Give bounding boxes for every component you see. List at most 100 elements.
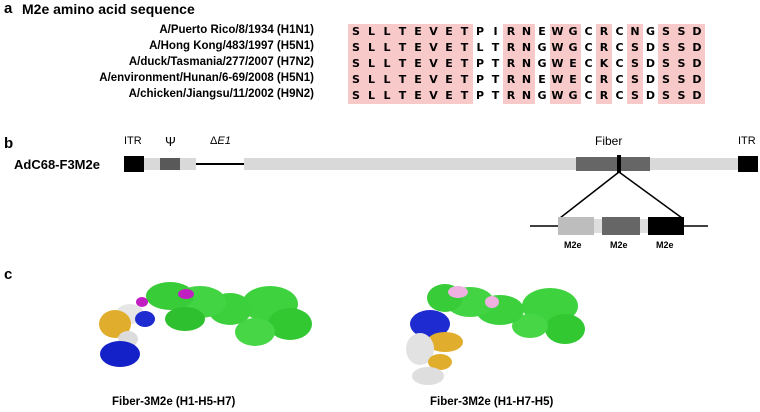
amino-acid-residue: T (394, 88, 411, 104)
amino-acid-residue: G (537, 89, 547, 102)
m2e-region-magenta (136, 297, 148, 307)
amino-acid-residue: D (689, 24, 705, 40)
amino-acid-residue: S (348, 72, 364, 88)
amino-acid-residue: G (537, 57, 547, 70)
amino-acid-residue: R (596, 72, 612, 88)
m2e-region-gold (427, 332, 463, 352)
delta-e1-label: ΔE1 (210, 135, 231, 147)
callout-line (559, 171, 620, 219)
amino-acid-residue: T (456, 24, 473, 40)
amino-acid-residue: G (565, 24, 581, 40)
amino-acid-residue: W (549, 88, 566, 104)
amino-acid-residue: D (645, 89, 656, 102)
amino-acid-residue: P (475, 89, 485, 102)
amino-acid-residue: C (615, 41, 624, 54)
amino-acid-residue: C (584, 25, 593, 38)
amino-acid-residue: L (476, 41, 484, 54)
caption-right: Fiber-3M2e (H1-H7-H5) (430, 396, 554, 408)
amino-acid-residue: S (348, 88, 364, 104)
amino-acid-residue: S (658, 72, 674, 88)
strain-label: A/chicken/Jiangsu/11/2002 (H9N2) (128, 88, 314, 100)
construct-name: AdC68-F3M2e (14, 157, 100, 172)
amino-acid-residue: R (503, 24, 519, 40)
amino-acid-residue: E (538, 25, 546, 38)
amino-acid-residue: L (363, 88, 380, 104)
amino-acid-residue: V (425, 24, 442, 40)
panel-label-c: c (4, 266, 13, 283)
amino-acid-residue: E (565, 56, 581, 72)
amino-acid-residue: V (425, 40, 442, 56)
amino-acid-residue: P (475, 73, 485, 86)
amino-acid-residue: E (441, 24, 457, 40)
fiber-insert-mark (617, 155, 621, 173)
delta-symbol: Δ (210, 135, 218, 147)
m2e-region-white (406, 333, 434, 365)
m2e-region-gold (428, 354, 452, 370)
inset-spacer (594, 219, 602, 233)
itr-left-box (124, 156, 144, 172)
strain-label: A/Hong Kong/483/1997 (H5N1) (149, 40, 314, 52)
itr-right-label: ITR (738, 135, 756, 147)
genome-segment (144, 158, 160, 170)
m2e-box-3 (648, 217, 684, 235)
strain-list: A/Puerto Rico/8/1934 (H1N1) A/Hong Kong/… (40, 24, 314, 114)
amino-acid-residue: R (596, 40, 612, 56)
amino-acid-residue: K (596, 56, 612, 72)
e1-deletion-line (196, 163, 244, 165)
panel-label-b: b (4, 135, 14, 152)
amino-acid-residue: C (584, 73, 593, 86)
amino-acid-residue: S (658, 56, 674, 72)
panel-label-a: a (4, 0, 13, 17)
amino-acid-residue: S (627, 40, 643, 56)
strain-label: A/environment/Hunan/6-69/2008 (H5N1) (99, 72, 314, 84)
m2e-box-1 (558, 217, 594, 235)
amino-acid-residue: L (379, 88, 395, 104)
amino-acid-residue: W (549, 24, 566, 40)
amino-acid-residue: D (645, 73, 656, 86)
amino-acid-residue: N (518, 56, 535, 72)
amino-acid-residue: S (673, 88, 690, 104)
genome-segment (180, 158, 196, 170)
m2e-label: M2e (656, 240, 674, 250)
psi-box (160, 158, 180, 170)
protein-structure-right (406, 284, 585, 385)
amino-acid-residue: T (394, 72, 411, 88)
amino-acid-residue: R (503, 56, 519, 72)
amino-acid-residue: R (596, 24, 612, 40)
m2e-region-gold (99, 310, 131, 338)
amino-acid-residue: S (673, 72, 690, 88)
amino-acid-residue: T (394, 56, 411, 72)
m2e-label: M2e (564, 240, 582, 250)
m2e-region-blue (100, 341, 140, 367)
amino-acid-residue: S (658, 88, 674, 104)
strain-label: A/duck/Tasmania/277/2007 (H7N2) (128, 56, 314, 68)
amino-acid-residue: C (615, 57, 624, 70)
amino-acid-residue: S (348, 24, 364, 40)
amino-acid-residue: D (689, 40, 705, 56)
m2e-region-white (412, 367, 444, 385)
amino-acid-residue: L (363, 72, 380, 88)
itr-right-box (738, 156, 758, 172)
amino-acid-residue: G (537, 41, 547, 54)
amino-acid-residue: E (410, 72, 426, 88)
m2e-label: M2e (610, 240, 628, 250)
amino-acid-residue: S (348, 40, 364, 56)
amino-acid-residue: I (493, 25, 498, 38)
m2e-region-blue (410, 310, 450, 338)
amino-acid-residue: G (565, 88, 581, 104)
amino-acid-residue: D (689, 56, 705, 72)
amino-acid-residue: S (627, 72, 643, 88)
itr-left-label: ITR (124, 135, 142, 147)
genome-backbone (244, 158, 576, 170)
amino-acid-residue: E (410, 24, 426, 40)
amino-acid-residue: E (410, 40, 426, 56)
amino-acid-residue: W (549, 56, 566, 72)
amino-acid-residue: D (689, 72, 705, 88)
amino-acid-residue: C (615, 25, 624, 38)
amino-acid-residue: L (363, 40, 380, 56)
protein-structure-left (99, 282, 312, 367)
amino-acid-residue: C (615, 73, 624, 86)
amino-acid-residue: D (689, 88, 705, 104)
amino-acid-residue: T (456, 72, 473, 88)
genome-backbone (650, 158, 738, 170)
